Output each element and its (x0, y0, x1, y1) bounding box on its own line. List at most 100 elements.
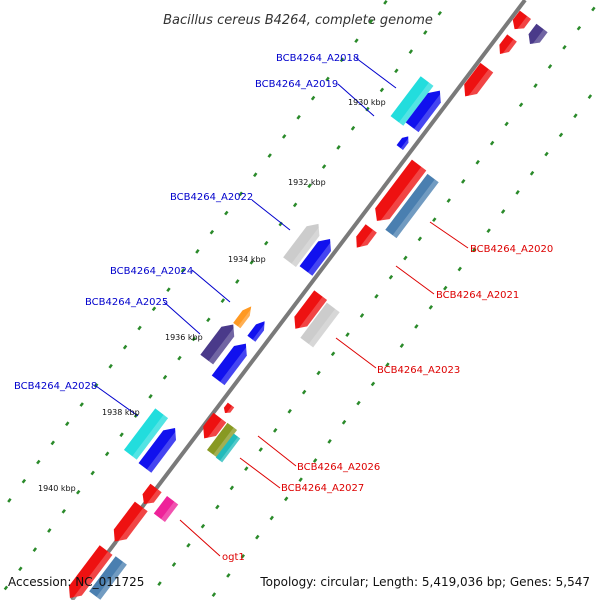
gene-label-a2023[interactable]: BCB4264_A2023 (377, 365, 460, 376)
track-dot (65, 421, 70, 427)
gene-a2025-feature[interactable] (200, 320, 240, 365)
gene-a2028b-feature[interactable] (138, 423, 182, 473)
track-dot (591, 6, 596, 12)
track-dot (385, 362, 390, 368)
gene-label-a2024[interactable]: BCB4264_A2024 (110, 266, 193, 277)
track-dot (206, 317, 211, 323)
gene-a2028-feature[interactable] (123, 408, 169, 460)
callout-a2027 (239, 457, 281, 489)
track-dot (186, 542, 191, 548)
callout-a2022 (251, 199, 291, 231)
track-dot (122, 344, 128, 350)
track-dot (235, 279, 240, 284)
gene-top-red-2[interactable] (495, 34, 517, 58)
track-dot (437, 10, 442, 16)
map-title: Bacillus cereus B4264, complete genome (163, 13, 433, 28)
gene-a2024b-feature[interactable] (247, 318, 269, 342)
gene-top-navy[interactable] (524, 23, 548, 49)
track-dot (61, 508, 66, 514)
track-dot (133, 413, 139, 418)
accession-text: Accession: NC_011725 (8, 575, 144, 589)
track-dot (258, 447, 263, 452)
gene-a2018-feature[interactable] (390, 76, 434, 126)
track-dot (200, 523, 206, 529)
callout-a2025 (163, 301, 201, 335)
gene-ogt1-feature[interactable] (153, 496, 179, 522)
track-dot (79, 402, 84, 407)
tick-label: 1940 kbp (38, 484, 76, 493)
gene-callout-lines (95, 57, 469, 557)
gene-top-red-1[interactable] (509, 10, 532, 34)
track-dot (321, 164, 327, 169)
gene-label-ogt1[interactable]: ogt1 (222, 552, 245, 563)
track-dot (244, 466, 249, 472)
track-dot (195, 249, 200, 254)
track-dot (533, 83, 538, 88)
track-dot (148, 394, 153, 399)
track-dot (394, 68, 399, 74)
gene-a2024-feature[interactable] (233, 304, 255, 329)
track-dot (573, 113, 578, 119)
gene-a2020-feature[interactable] (370, 159, 427, 227)
gene-a2023-feature[interactable] (289, 290, 328, 334)
track-dot (310, 95, 316, 101)
track-dot (504, 121, 509, 127)
callout-a2020 (429, 221, 469, 249)
tick-label: 1934 kbp (228, 255, 266, 264)
gene-label-a2027[interactable]: BCB4264_A2027 (281, 483, 364, 494)
callout-a2023 (335, 337, 377, 369)
track-dot (414, 324, 419, 329)
track-dot (368, 19, 374, 24)
gene-label-a2028[interactable]: BCB4264_A2028 (14, 381, 97, 392)
track-dot (191, 336, 197, 342)
track-dot (229, 485, 235, 491)
gene-bottom-red-2[interactable] (108, 501, 148, 547)
gene-a2020b-feature[interactable] (351, 224, 377, 252)
gene-label-a2019[interactable]: BCB4264_A2019 (255, 79, 338, 90)
track-dot (576, 25, 582, 31)
callout-a2019 (337, 83, 375, 117)
gene-a2019-feature[interactable] (405, 86, 447, 133)
genome-summary-text: Topology: circular; Length: 5,419,036 bp… (259, 575, 590, 589)
gene-top-red-3[interactable] (459, 62, 494, 102)
gene-label-a2018[interactable]: BCB4264_A2018 (276, 53, 359, 64)
gene-a2027-feature[interactable] (206, 422, 238, 458)
track-dot (298, 477, 303, 483)
callout-ogt1 (179, 519, 221, 557)
tick-label: 1936 kbp (165, 333, 203, 342)
gene-bottom-red-1[interactable] (138, 483, 162, 509)
gene-label-a2021[interactable]: BCB4264_A2021 (436, 290, 519, 301)
gene-bottom-steel[interactable] (89, 556, 127, 600)
track-dot (403, 255, 408, 261)
track-dot (417, 236, 423, 242)
gene-a2023b-feature[interactable] (300, 302, 340, 348)
track-dot (255, 534, 260, 540)
callout-a2024 (191, 269, 231, 303)
track-dot (345, 332, 350, 337)
track-dot (529, 170, 535, 176)
gene-a2022b-feature[interactable] (299, 234, 337, 276)
gene-a2026b-feature[interactable] (222, 402, 235, 416)
gene-a2022-feature[interactable] (283, 219, 325, 267)
track-dot (157, 581, 162, 586)
track-dot (359, 313, 365, 318)
gene-a2026-feature[interactable] (198, 412, 227, 444)
track-dot (388, 274, 394, 280)
track-dot (273, 428, 278, 433)
track-dot (226, 573, 231, 578)
track-dot (500, 209, 506, 214)
gene-a2027b-feature[interactable] (215, 433, 241, 463)
gene-a2019b-feature[interactable] (396, 134, 412, 150)
gene-label-a2022[interactable]: BCB4264_A2022 (170, 192, 253, 203)
gene-label-a2026[interactable]: BCB4264_A2026 (297, 462, 380, 473)
track-dot (224, 210, 229, 216)
track-dot (312, 458, 318, 463)
track-dot (171, 562, 177, 567)
gene-a2021-feature[interactable] (385, 173, 439, 239)
gene-label-a2020[interactable]: BCB4264_A2020 (470, 244, 553, 255)
track-dot (240, 553, 246, 559)
track-dot (162, 374, 168, 380)
gene-label-a2025[interactable]: BCB4264_A2025 (85, 297, 168, 308)
gene-a2025b-feature[interactable] (211, 339, 253, 386)
gene-bottom-red-3[interactable] (64, 545, 113, 600)
